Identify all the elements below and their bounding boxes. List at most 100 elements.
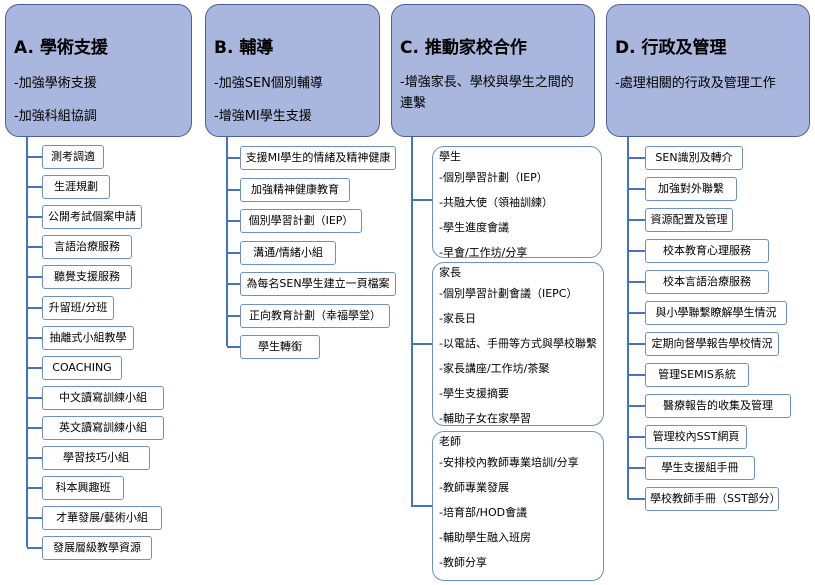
column-a-item: 測考調適 bbox=[42, 145, 104, 169]
column-d-branch bbox=[628, 343, 645, 345]
column-d-branch bbox=[628, 405, 645, 407]
column-a-header: A. 學術支援 -加強學術支援 -加強科組協調 bbox=[5, 4, 192, 137]
column-a-item: 生涯規劃 bbox=[42, 175, 110, 200]
column-b-branch bbox=[227, 220, 240, 222]
column-c-group-item: -個別學習計劃會議（IEPC） bbox=[439, 287, 578, 300]
column-d-branch bbox=[628, 157, 645, 159]
column-d-item: SEN識別及轉介 bbox=[645, 146, 743, 170]
column-d-branch bbox=[628, 188, 645, 190]
column-a-line-2: -加強科組協調 bbox=[14, 109, 97, 124]
column-d-item: 管理校內SST網頁 bbox=[645, 425, 747, 449]
column-c-group-item: -安排校內教師專業培訓/分享 bbox=[439, 456, 579, 469]
column-a-branch bbox=[27, 517, 42, 520]
column-b-branch bbox=[227, 157, 240, 159]
column-a-item: 才華發展/藝術小組 bbox=[42, 506, 162, 531]
column-a-line-1: -加強學術支援 bbox=[14, 76, 97, 91]
column-a-title: A. 學術支援 bbox=[14, 38, 108, 58]
column-b-branch bbox=[227, 314, 240, 317]
column-d-branch bbox=[628, 250, 645, 252]
column-c-group-item: -學生支援摘要 bbox=[439, 387, 509, 400]
column-d-branch bbox=[628, 498, 645, 500]
column-c-branch bbox=[412, 505, 433, 507]
column-a-item: 公開考試個案申請 bbox=[42, 205, 142, 230]
column-d-branch bbox=[628, 312, 645, 314]
column-d-item: 醫療報告的收集及管理 bbox=[645, 394, 791, 418]
column-b-item: 正向教育計劃（幸福學堂） bbox=[240, 303, 390, 328]
column-a-connector bbox=[26, 137, 28, 547]
column-d-item: 校本言語治療服務 bbox=[645, 270, 769, 294]
column-b-branch bbox=[227, 251, 240, 254]
column-b-branch bbox=[227, 188, 240, 191]
column-b-header: B. 輔導 -加強SEN個別輔導 -增強MI學生支援 bbox=[205, 4, 380, 137]
column-c-group-item: -學生進度會議 bbox=[439, 221, 509, 234]
column-d-item: 資源配置及管理 bbox=[645, 208, 733, 232]
column-b-item: 支援MI學生的情緒及精神健康 bbox=[240, 146, 396, 170]
column-b-item: 加強精神健康教育 bbox=[240, 177, 350, 202]
column-c-group-item: -家長講座/工作坊/茶聚 bbox=[439, 362, 550, 375]
column-d-branch bbox=[628, 436, 645, 438]
column-a-item: 中文讀寫訓練小組 bbox=[42, 385, 164, 410]
column-a-branch bbox=[27, 487, 42, 490]
column-c-group-item: -培育部/HOD會議 bbox=[439, 506, 528, 519]
column-c-group: 學生 -個別學習計劃（IEP） -共融大使（領袖訓練） -學生進度會議 -早會/工作坊/… bbox=[432, 146, 602, 259]
column-a-item: 言語治療服務 bbox=[42, 235, 132, 260]
column-a-branch bbox=[27, 246, 42, 249]
column-d-item: 學校教師手冊（SST部分） bbox=[645, 487, 781, 511]
column-d-branch bbox=[628, 467, 645, 469]
column-d-item: 管理SEMIS系統 bbox=[645, 363, 749, 387]
column-d-item: 學生支援組手冊 bbox=[645, 456, 755, 480]
column-b-title: B. 輔導 bbox=[214, 38, 274, 58]
column-c-group-heading: 家長 bbox=[439, 266, 461, 279]
column-c-group-item: -輔助學生融入班房 bbox=[439, 531, 531, 544]
column-b-line-1: -加強SEN個別輔導 bbox=[214, 76, 323, 91]
column-a-item: 發展層級教學資源 bbox=[42, 536, 152, 561]
column-c-group-heading: 老師 bbox=[439, 435, 461, 448]
column-c-group-item: -個別學習計劃（IEP） bbox=[439, 171, 548, 184]
column-c-group-item: -共融大使（領袖訓練） bbox=[439, 196, 553, 209]
column-c-group-item: -早會/工作坊/分享 bbox=[439, 246, 528, 259]
column-b-branch bbox=[227, 283, 240, 285]
column-c-branch bbox=[412, 199, 433, 201]
column-c-group-item: -輔助子女在家學習 bbox=[439, 412, 531, 425]
column-a-item: 抽離式小組教學 bbox=[42, 325, 134, 350]
column-c-group-item: -教師分享 bbox=[439, 556, 487, 569]
column-a-branch bbox=[27, 547, 42, 550]
column-d-branch bbox=[628, 281, 645, 283]
column-d-line-1: -處理相關的行政及管理工作 bbox=[615, 76, 776, 91]
column-d-branch bbox=[628, 219, 645, 221]
column-a-item: 聽覺支援服務 bbox=[42, 265, 132, 290]
column-b-branch bbox=[227, 346, 240, 348]
column-a-branch bbox=[27, 186, 42, 189]
column-c-connector bbox=[411, 137, 413, 507]
column-a-item: 升留班/分班 bbox=[42, 295, 114, 320]
column-c-group-item: -以電話、手冊等方式與學校聯繫 bbox=[439, 337, 597, 350]
column-c-group: 老師 -安排校內教師專業培訓/分享 -教師專業發展 -培育部/HOD會議 -輔助學生融入… bbox=[432, 431, 604, 581]
column-b-item: 為每名SEN學生建立一頁檔案 bbox=[240, 272, 396, 296]
column-d-item: 校本教育心理服務 bbox=[645, 239, 769, 263]
column-b-item: 學生轉銜 bbox=[240, 335, 320, 359]
column-a-item: COACHING bbox=[42, 355, 122, 380]
column-c-group: 家長 -個別學習計劃會議（IEPC） -家長日 -以電話、手冊等方式與學校聯繫 -家長講… bbox=[432, 262, 604, 426]
column-c-group-heading: 學生 bbox=[439, 150, 461, 163]
column-a-branch bbox=[27, 457, 42, 459]
column-b-item: 個別學習計劃（IEP） bbox=[240, 209, 362, 233]
column-a-branch bbox=[27, 306, 42, 309]
column-d-title: D. 行政及管理 bbox=[615, 38, 727, 58]
column-b-line-2: -增強MI學生支援 bbox=[214, 109, 312, 124]
column-d-header: D. 行政及管理 -處理相關的行政及管理工作 bbox=[606, 4, 810, 137]
column-a-branch bbox=[27, 366, 42, 369]
column-c-branch bbox=[412, 343, 433, 345]
column-d-branch bbox=[628, 374, 645, 376]
column-a-branch bbox=[27, 426, 42, 429]
column-c-group-item: -教師專業發展 bbox=[439, 481, 509, 494]
column-a-branch bbox=[27, 156, 42, 158]
column-a-item: 學習技巧小組 bbox=[42, 446, 150, 470]
column-d-item: 定期向督學報告學校情況 bbox=[645, 332, 779, 356]
column-a-branch bbox=[27, 396, 42, 399]
column-b-connector bbox=[226, 137, 228, 346]
column-a-branch bbox=[27, 216, 42, 219]
column-c-title: C. 推動家校合作 bbox=[400, 38, 527, 58]
column-c-group-item: -家長日 bbox=[439, 312, 476, 325]
column-c-line-1: -增強家長、學校與學生之間的連繫 bbox=[400, 75, 574, 111]
column-a-item: 科本興趣班 bbox=[42, 476, 124, 501]
